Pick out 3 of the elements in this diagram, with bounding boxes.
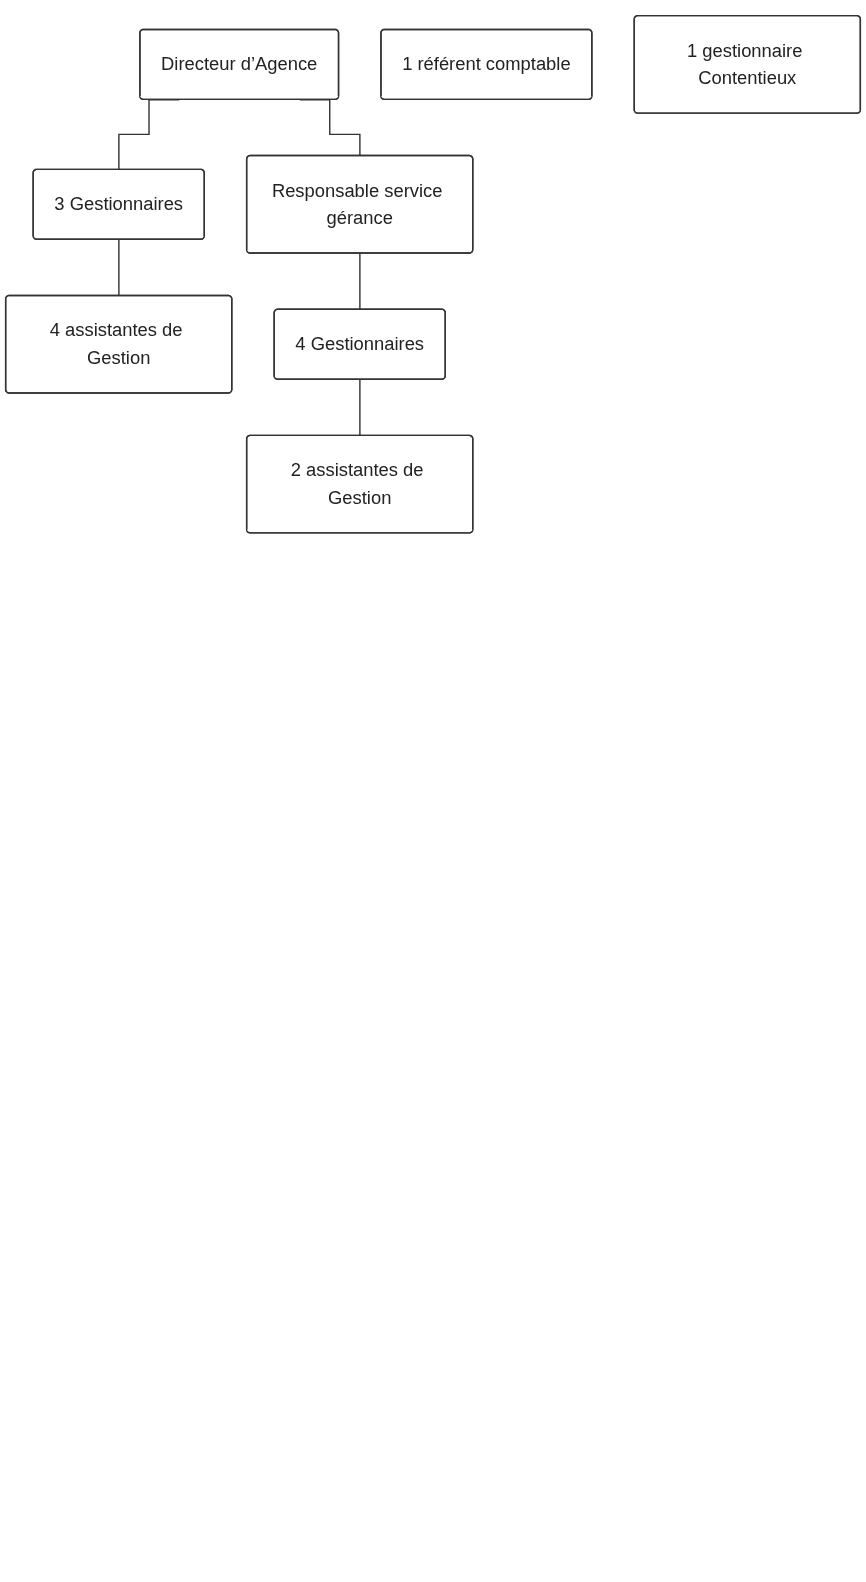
- connector: [359, 378, 361, 437]
- connector: [359, 252, 361, 311]
- connector: [118, 238, 120, 297]
